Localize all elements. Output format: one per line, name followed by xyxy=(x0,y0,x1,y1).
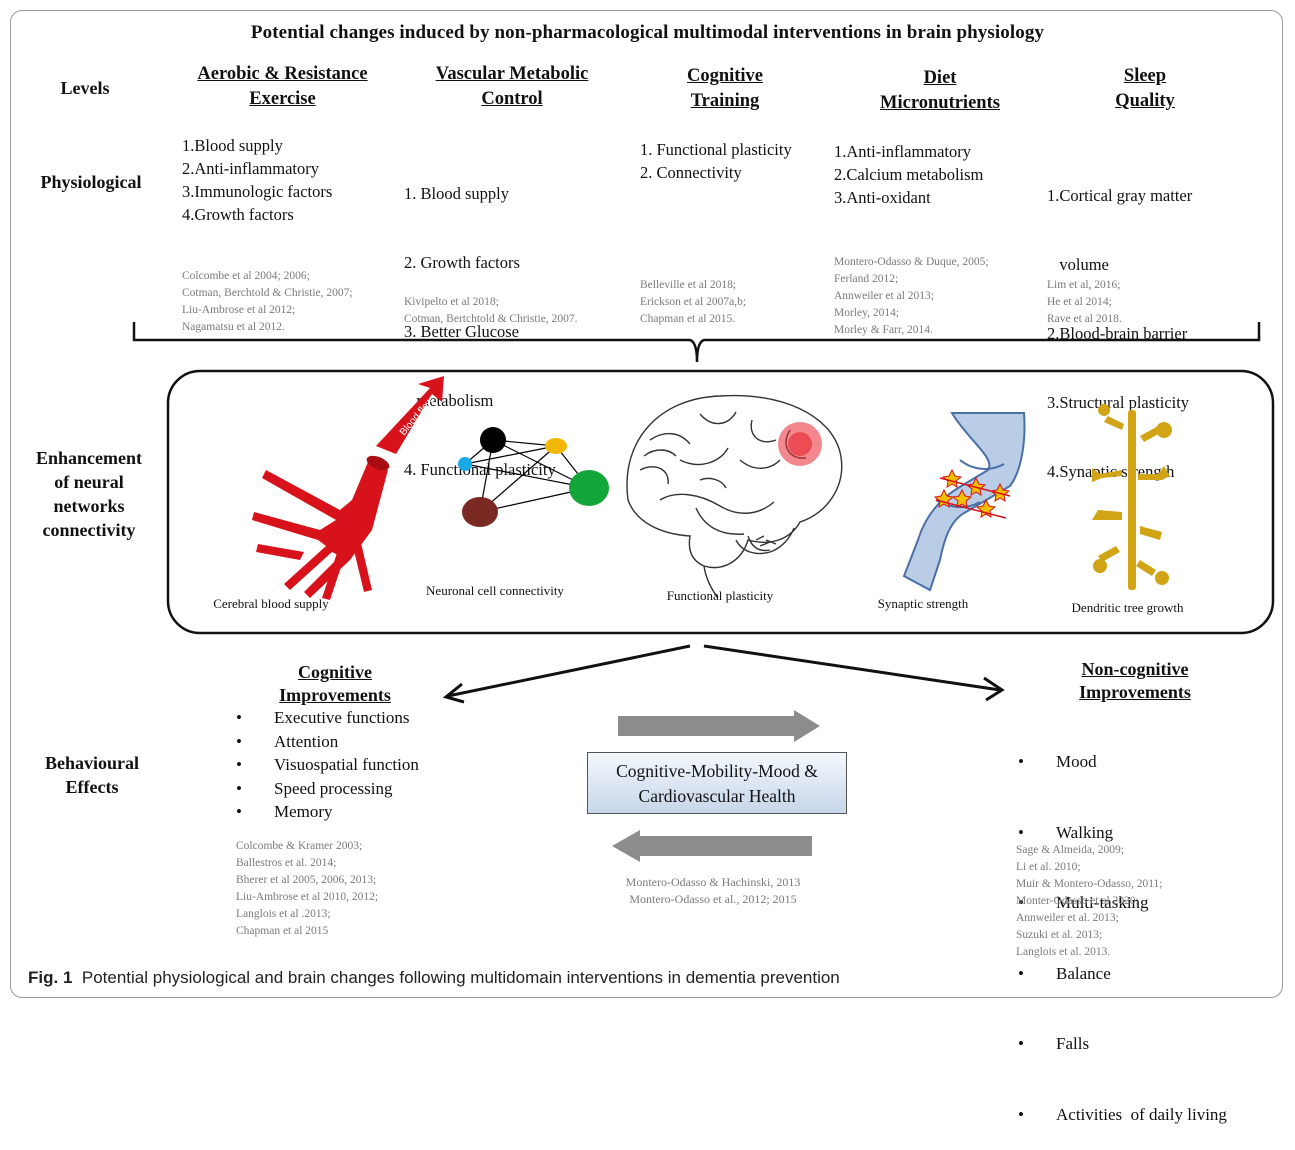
neuron-brown xyxy=(462,497,498,527)
column-heading-diet: Diet Micronutrients xyxy=(880,68,1000,113)
row-label-physiological: Physiological xyxy=(40,172,142,192)
list-item: Visuospatial function xyxy=(234,753,474,777)
list-item: Mood xyxy=(1016,750,1266,774)
list-item: Speed processing xyxy=(234,777,474,801)
diet-references: Montero-Odasso & Duque, 2005; Ferland 20… xyxy=(834,256,989,336)
vascular-references: Kivipelto et al 2018; Cotman, Bertchtold… xyxy=(404,296,578,325)
noncognitive-references: Sage & Almeida, 2009; Li et al. 2010; Mu… xyxy=(1016,844,1163,958)
row-label-enhancement: Enhancement of neural networks connectiv… xyxy=(35,448,142,540)
caption-blood-supply: Cerebral blood supply xyxy=(213,596,329,611)
row-label-levels: Levels xyxy=(60,78,110,98)
row-label-behavioural: Behavioural Effects xyxy=(44,753,139,797)
list-item: Executive functions xyxy=(234,706,474,730)
list-item: Balance xyxy=(1016,962,1266,986)
list-item: Activities of daily living xyxy=(1016,1103,1266,1127)
neuron-yellow xyxy=(545,438,567,454)
cognitive-training-physiological-list: 1. Functional plasticity 2. Connectivity xyxy=(640,140,792,182)
illustration-panel xyxy=(166,369,1275,635)
noncognitive-heading: Non-cognitive Improvements xyxy=(1079,659,1191,702)
caption-synaptic: Synaptic strength xyxy=(877,596,969,611)
figure-title: Potential changes induced by non-pharmac… xyxy=(250,22,1045,43)
caption-neuronal: Neuronal cell connectivity xyxy=(426,583,564,598)
figure-label: Fig. 1 xyxy=(28,968,73,987)
list-item: Falls xyxy=(1016,1032,1266,1056)
cognitive-references: Colcombe & Kramer 2003; Ballestros et al… xyxy=(236,840,379,937)
health-outcome-box: Cognitive-Mobility-Mood & Cardiovascular… xyxy=(587,752,847,814)
grey-arrow-left xyxy=(612,830,812,862)
cognitive-heading: Cognitive Improvements xyxy=(279,662,391,705)
center-references: Montero-Odasso & Hachinski, 2013 Montero… xyxy=(625,875,801,906)
cognitive-training-references: Belleville et al 2018; Erickson et al 20… xyxy=(640,279,747,325)
list-item: Multi-tasking xyxy=(1016,891,1266,915)
column-heading-sleep: Sleep Quality xyxy=(1115,66,1175,111)
grey-arrow-right xyxy=(618,710,820,742)
sleep-references: Lim et al, 2016; He et al 2014; Rave et … xyxy=(1047,279,1122,325)
figure-frame xyxy=(10,10,1283,998)
list-item: Memory xyxy=(234,800,474,824)
synapse-illustration xyxy=(902,412,1026,592)
list-item: Attention xyxy=(234,730,474,754)
column-heading-exercise: Aerobic & Resistance Exercise xyxy=(197,64,368,109)
cognitive-list: Executive functions Attention Visuospati… xyxy=(234,706,474,824)
exercise-physiological-list: 1.Blood supply 2.Anti-inflammatory 3.Imm… xyxy=(182,136,333,224)
grouping-brace xyxy=(132,322,1261,363)
blood-vessel-illustration xyxy=(252,376,444,600)
column-heading-cognitive-training: Cognitive Training xyxy=(686,66,764,111)
arrow-to-noncognitive xyxy=(703,644,1005,702)
column-heading-vascular: Vascular Metabolic Control xyxy=(435,64,589,109)
figure-caption: Fig. 1 Potential physiological and brain… xyxy=(28,968,840,988)
exercise-references: Colcombe et al 2004; 2006; Cotman, Berch… xyxy=(182,270,353,333)
arrow-to-cognitive xyxy=(442,644,691,704)
figure-caption-text: Potential physiological and brain change… xyxy=(81,968,840,987)
neuron-black xyxy=(480,427,506,453)
neuron-green xyxy=(569,470,609,506)
diagram-graphics: Blood flow xyxy=(132,322,1275,862)
caption-dendritic: Dendritic tree growth xyxy=(1071,600,1184,615)
list-item: Walking xyxy=(1016,821,1266,845)
caption-plasticity: Functional plasticity xyxy=(666,588,774,603)
vascular-physiological-list: 1. Blood supply 2. Growth factors 3. Bet… xyxy=(404,184,556,479)
diet-physiological-list: 1.Anti-inflammatory 2.Calcium metabolism… xyxy=(834,142,984,207)
neuron-cyan xyxy=(458,457,472,471)
dendrite-illustration xyxy=(1092,404,1172,590)
